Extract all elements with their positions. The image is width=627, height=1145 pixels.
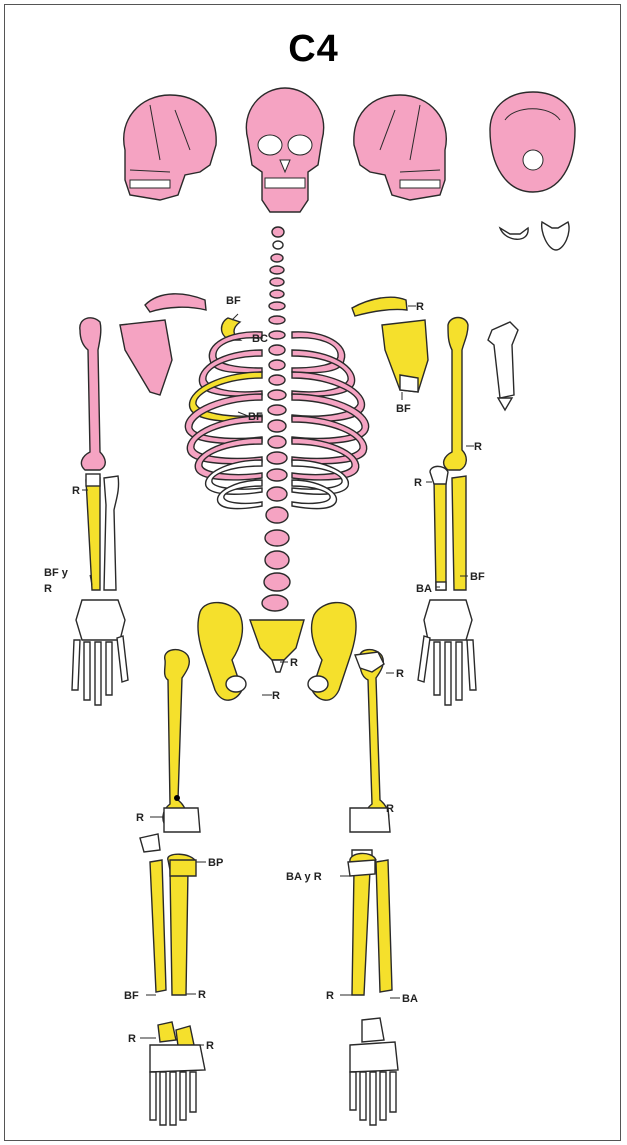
- skull-base-view: [490, 92, 575, 250]
- label-fibula-right-ba: BA: [402, 993, 418, 1005]
- leg-left-lower: [150, 854, 196, 995]
- label-tibia-left-bot-r: R: [198, 989, 206, 1001]
- scapula-right-base: [400, 375, 418, 392]
- label-clavicle-right-r: R: [416, 301, 424, 313]
- forearm-right: [430, 466, 466, 590]
- label-femur-right-top-r: R: [396, 668, 404, 680]
- label-fibula-left-bf: BF: [124, 990, 139, 1002]
- label-rib-bc: BC: [252, 333, 268, 345]
- patella-left: [140, 834, 160, 852]
- label-radius-left-r: R: [72, 485, 80, 497]
- femur-left-marker: [174, 795, 180, 801]
- skull-right-lateral: [354, 95, 446, 200]
- skull-frontal: [246, 88, 323, 212]
- label-rib-bf: BF: [248, 411, 263, 423]
- label-forearm-right-ba: BA: [416, 583, 432, 595]
- label-tibia-right-ba-y-r: BA y R: [286, 871, 322, 883]
- scapula-left: [120, 320, 172, 395]
- foot-left: [150, 1022, 205, 1125]
- label-tibia-right-bot-r: R: [326, 990, 334, 1002]
- foot-right: [350, 1018, 398, 1125]
- femur-right: [359, 650, 388, 828]
- femur-left: [163, 650, 189, 828]
- forearm-left: [86, 474, 119, 590]
- skull-left-lateral: [124, 95, 216, 200]
- ribcage-right: [292, 332, 369, 509]
- label-tibia-left-bp: BP: [208, 857, 223, 869]
- label-pelvis-r: R: [272, 690, 280, 702]
- hand-right: [418, 600, 476, 705]
- label-forearm-right-bf: BF: [470, 571, 485, 583]
- hand-left: [72, 600, 128, 705]
- label-scapula-right-bf: BF: [396, 403, 411, 415]
- clavicle-right: [352, 297, 407, 316]
- label-sacrum-r: R: [290, 657, 298, 669]
- humerus-right: [444, 318, 468, 471]
- sternum: [488, 322, 518, 410]
- humerus-left: [80, 318, 105, 470]
- clavicle-left: [145, 294, 206, 312]
- leg-right-lower: [348, 853, 392, 995]
- label-femur-right-bot-r: R: [386, 803, 394, 815]
- pelvis: [198, 603, 356, 701]
- label-forearm-left-bf-y: BF y: [44, 567, 69, 579]
- label-forearm-left-r: R: [44, 583, 52, 595]
- label-femur-left-bot-r: R: [136, 812, 144, 824]
- label-forearm-right-r: R: [414, 477, 422, 489]
- label-clavicle-left-bf: BF: [226, 295, 241, 307]
- label-foot-left-r-2: R: [206, 1040, 214, 1052]
- label-humerus-right-r: R: [474, 441, 482, 453]
- vertebral-column: [262, 227, 290, 611]
- leader-lines: [82, 306, 474, 1045]
- label-foot-left-r-1: R: [128, 1033, 136, 1045]
